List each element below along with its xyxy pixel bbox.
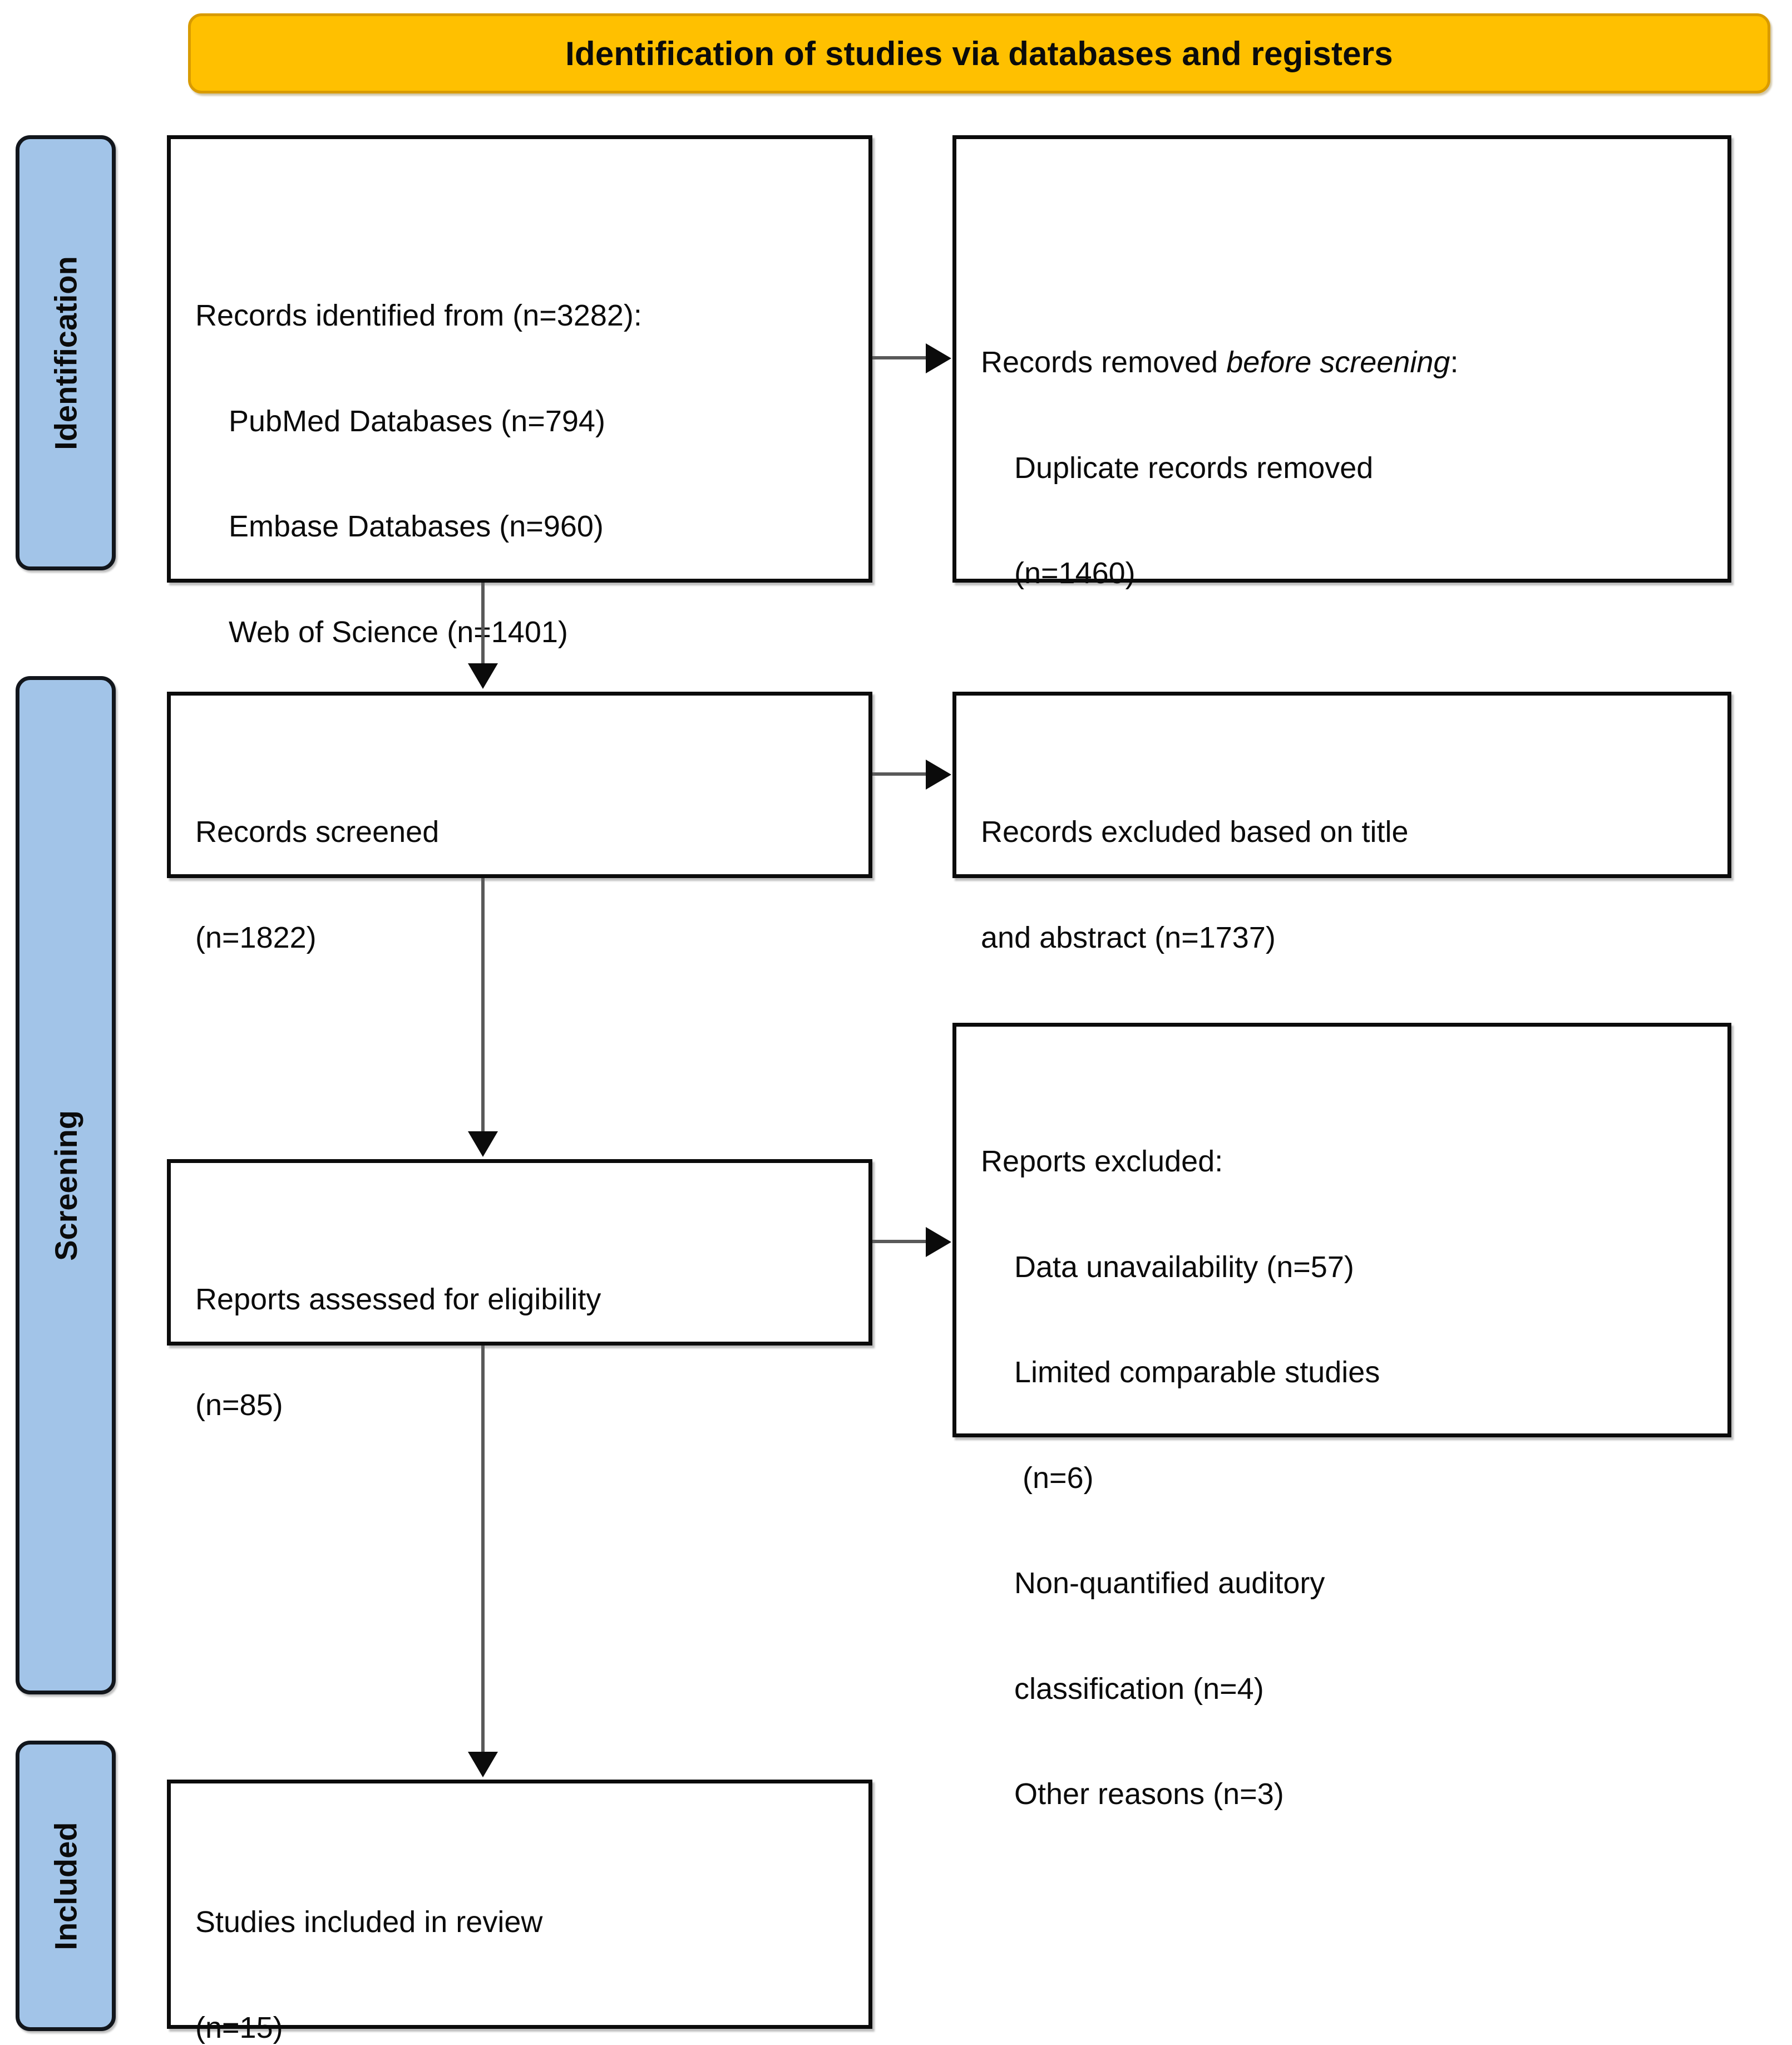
box-records-removed-body: Records removed before screening: Duplic…: [981, 275, 1714, 662]
stage-label-identification-text: Identification: [48, 255, 83, 450]
records-identified-source-2: Web of Science (n=1401): [229, 615, 568, 649]
connector-screened-to-excluded-line: [872, 772, 927, 776]
connector-identified-to-screened-arrowhead: [468, 663, 498, 689]
box-reports-excluded-body: Reports excluded: Data unavailability (n…: [981, 1074, 1714, 1883]
records-excluded-line2: and abstract (n=1737): [981, 920, 1276, 954]
diagram-title: Identification of studies via databases …: [565, 35, 1393, 72]
stage-label-included: Included: [16, 1741, 116, 2031]
connector-screened-to-assessed-line: [481, 878, 485, 1134]
box-studies-included-body: Studies included in review (n=15) Report…: [195, 1835, 855, 2045]
reports-excluded-reason-2-cont: classification (n=4): [1014, 1672, 1264, 1706]
studies-included-line1: Studies included in review: [195, 1905, 543, 1939]
diagram-header-banner: Identification of studies via databases …: [188, 13, 1770, 93]
box-records-identified: Records identified from (n=3282): PubMed…: [167, 135, 872, 754]
records-removed-title-italic: before screening: [1226, 346, 1450, 380]
connector-screened-to-assessed-arrowhead: [468, 1131, 498, 1157]
box-records-screened-body: Records screened (n=1822): [195, 745, 855, 1026]
box-records-identified-body: Records identified from (n=3282): PubMed…: [195, 228, 855, 826]
box-reports-assessed: Reports assessed for eligibility (n=85): [167, 1159, 872, 1422]
stage-label-included-text: Included: [48, 1821, 83, 1950]
connector-assessed-to-included-line: [481, 1346, 485, 1760]
reports-excluded-reason-2: Non-quantified auditory: [1014, 1566, 1325, 1600]
box-studies-included: Studies included in review (n=15) Report…: [167, 1780, 872, 2044]
records-removed-title: Records removed before screening:: [981, 345, 1714, 380]
stage-label-screening-text: Screening: [48, 1110, 83, 1261]
records-excluded-line1: Records excluded based on title: [981, 815, 1409, 849]
studies-included-line2: (n=15): [195, 2010, 283, 2044]
records-identified-title: Records identified from (n=3282):: [195, 299, 642, 333]
records-identified-source-0: PubMed Databases (n=794): [229, 404, 605, 438]
connector-screened-to-excluded-arrowhead: [926, 760, 951, 790]
connector-identified-to-removed-line: [872, 356, 927, 359]
connector-assessed-to-reportsexcluded-line: [872, 1240, 927, 1243]
stage-label-identification: Identification: [16, 135, 116, 570]
records-removed-title-tail: :: [1450, 346, 1459, 380]
box-records-excluded: Records excluded based on title and abst…: [952, 692, 1731, 954]
reports-excluded-reason-3: Other reasons (n=3): [1014, 1777, 1284, 1811]
connector-identified-to-removed-arrowhead: [926, 343, 951, 373]
reports-excluded-reason-1: Limited comparable studies: [1014, 1356, 1380, 1389]
records-removed-title-plain: Records removed: [981, 346, 1227, 380]
box-reports-excluded: Reports excluded: Data unavailability (n…: [952, 1023, 1731, 1811]
box-records-screened: Records screened (n=1822): [167, 692, 872, 954]
reports-excluded-reason-1-count: (n=6): [1014, 1461, 1094, 1495]
reports-assessed-line2: (n=85): [195, 1388, 283, 1422]
connector-assessed-to-included-arrowhead: [468, 1752, 498, 1777]
box-records-excluded-body: Records excluded based on title and abst…: [981, 745, 1714, 1026]
records-screened-line1: Records screened: [195, 815, 440, 849]
box-reports-assessed-body: Reports assessed for eligibility (n=85): [195, 1212, 855, 1493]
records-screened-line2: (n=1822): [195, 920, 317, 954]
reports-assessed-line1: Reports assessed for eligibility: [195, 1283, 601, 1317]
records-identified-source-1: Embase Databases (n=960): [229, 510, 604, 544]
reports-excluded-reason-0: Data unavailability (n=57): [1014, 1250, 1354, 1284]
records-removed-item-1: (n=1460): [1014, 556, 1136, 590]
stage-label-screening: Screening: [16, 676, 116, 1694]
connector-identified-to-screened-line: [481, 583, 485, 666]
box-records-removed: Records removed before screening: Duplic…: [952, 135, 1731, 590]
records-removed-item-0: Duplicate records removed: [1014, 451, 1374, 485]
connector-assessed-to-reportsexcluded-arrowhead: [926, 1227, 951, 1257]
reports-excluded-title: Reports excluded:: [981, 1145, 1223, 1179]
